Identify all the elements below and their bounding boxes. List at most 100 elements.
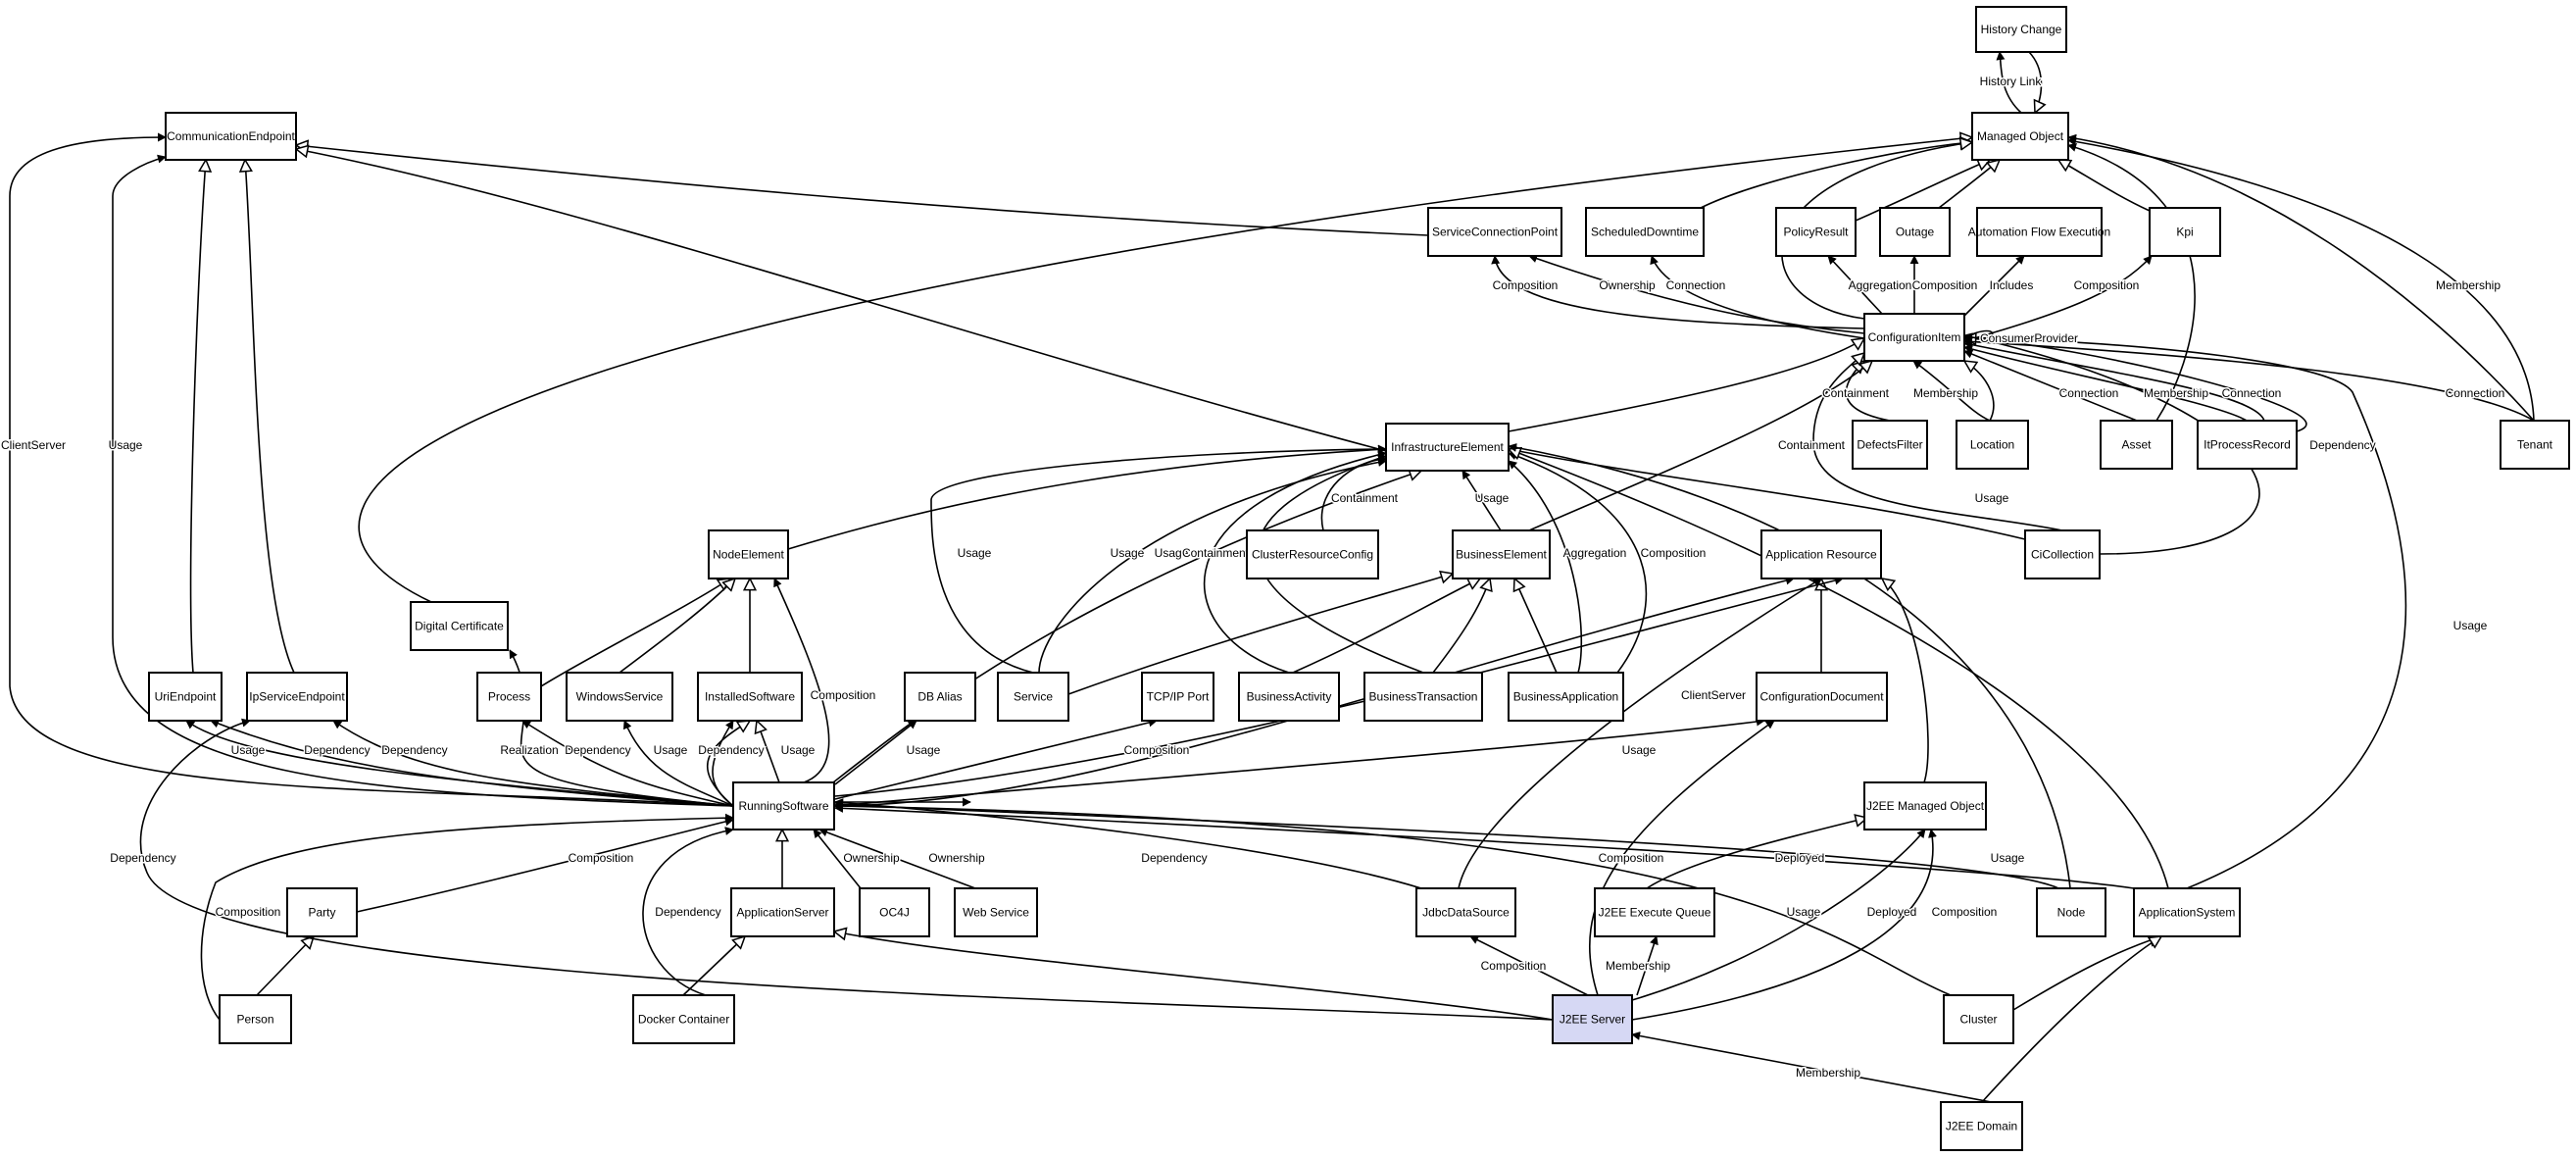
class-node-label: CiCollection xyxy=(2031,548,2094,562)
class-node-label: ClusterResourceConfig xyxy=(1252,548,1373,562)
edge-connector xyxy=(642,827,734,996)
class-node-box xyxy=(1863,313,1965,362)
edge-connector xyxy=(540,578,730,687)
edge-connector xyxy=(189,160,206,674)
class-node-box xyxy=(632,994,735,1044)
class-node-label: Application Resource xyxy=(1765,548,1877,562)
edge-label: Dependency xyxy=(698,743,764,757)
class-node-application-resource: Application Resource xyxy=(1760,529,1882,579)
edge-label: Usage xyxy=(1475,491,1510,505)
class-node-tenant: Tenant xyxy=(2500,420,2570,470)
class-node-digital-certificate: Digital Certificate xyxy=(410,601,509,651)
edge-connector xyxy=(2012,936,2161,1011)
class-node-j2ee-execute-queue: J2EE Execute Queue xyxy=(1594,887,1715,937)
class-node-box xyxy=(566,672,673,722)
edge-connector xyxy=(1963,255,2153,342)
class-node-windows-service: WindowsService xyxy=(566,672,673,722)
class-node-application-system: ApplicationSystem xyxy=(2133,887,2241,937)
class-node-communication-endpoint: CommunicationEndpoint xyxy=(165,112,297,161)
edge-label: Composition xyxy=(1124,743,1190,757)
class-node-node: Node xyxy=(2036,887,2106,937)
class-node-label: ConfigurationItem xyxy=(1868,330,1961,344)
edge-connector xyxy=(1845,361,1891,422)
class-node-box xyxy=(1852,420,1928,470)
class-node-label: Kpi xyxy=(2176,226,2193,239)
class-node-web-service: Web Service xyxy=(954,887,1038,937)
edge-connector xyxy=(1631,829,1926,1001)
edge-label: Membership xyxy=(1796,1066,1860,1080)
class-node-label: Digital Certificate xyxy=(415,620,504,633)
edge-connector xyxy=(1963,349,2138,422)
edge-connector xyxy=(787,444,1387,550)
edge-label: Deployed xyxy=(1867,905,1917,919)
class-node-box xyxy=(1760,529,1882,579)
edge-connector xyxy=(930,444,1387,674)
edge-label: Composition xyxy=(569,851,634,865)
edge-label: Connection xyxy=(1666,278,1726,292)
edge-label: Connection xyxy=(2446,386,2505,400)
edge-label: Usage xyxy=(654,743,688,757)
class-node-j2ee-managed-object: J2EE Managed Object xyxy=(1863,781,1987,830)
edge-connector xyxy=(521,720,734,807)
class-node-label: NodeElement xyxy=(713,548,784,562)
edge-connector xyxy=(1320,454,1387,531)
edge-connector xyxy=(1855,160,1990,222)
class-node-label: BusinessElement xyxy=(1456,548,1547,562)
class-node-box xyxy=(286,887,358,937)
class-node-box xyxy=(1427,207,1562,257)
edge-label: Usage xyxy=(2453,619,2488,632)
class-node-label: Person xyxy=(236,1013,273,1027)
edge-connector xyxy=(358,137,1972,603)
class-node-label: IpServiceEndpoint xyxy=(249,690,345,704)
class-node-oc4j: OC4J xyxy=(859,887,930,937)
edge-connector xyxy=(834,720,917,785)
class-node-uri-endpoint: UriEndpoint xyxy=(148,672,223,722)
edge-label: Dependency xyxy=(304,743,370,757)
edge-label: Dependency xyxy=(2309,438,2375,452)
class-node-label: UriEndpoint xyxy=(155,690,217,704)
class-node-box xyxy=(1363,672,1483,722)
edge-connector xyxy=(1067,574,1453,695)
class-node-label: J2EE Server xyxy=(1560,1013,1625,1027)
class-node-business-transaction: BusinessTransaction xyxy=(1363,672,1483,722)
class-node-label: OC4J xyxy=(879,906,910,920)
edge-connector xyxy=(813,829,862,889)
edge-label: Aggregation xyxy=(1563,546,1627,560)
edge-connector xyxy=(356,817,734,913)
edge-connector xyxy=(2067,136,2535,422)
class-node-label: J2EE Execute Queue xyxy=(1599,906,1711,920)
class-node-installed-software: InstalledSoftware xyxy=(697,672,803,722)
class-node-j2ee-domain: J2EE Domain xyxy=(1940,1101,2023,1151)
edge-label: Composition xyxy=(1932,905,1998,919)
class-node-label: InfrastructureElement xyxy=(1391,440,1504,454)
edge-label: Composition xyxy=(216,905,281,919)
edge-connector xyxy=(1038,458,1387,674)
edge-label: Dependency xyxy=(1141,851,1207,865)
class-node-label: Managed Object xyxy=(1977,129,2064,143)
edge-connector xyxy=(1996,51,2022,114)
class-node-scheduled-downtime: ScheduledDowntime xyxy=(1585,207,1705,257)
edge-connector xyxy=(1514,578,1558,674)
edge-connector xyxy=(112,154,734,807)
edge-label: Ownership xyxy=(843,851,900,865)
class-node-configuration-item: ConfigurationItem xyxy=(1863,313,1965,362)
edge-label: ConsumerProvider xyxy=(1980,331,2078,345)
edge-connector xyxy=(1508,446,2026,540)
edge-label: Ownership xyxy=(928,851,985,865)
edge-connector xyxy=(834,798,1422,889)
class-node-label: DB Alias xyxy=(917,690,962,704)
class-node-node-element: NodeElement xyxy=(708,529,789,579)
edge-label: Usage xyxy=(1155,546,1189,560)
edge-label: Usage xyxy=(109,438,143,452)
edge-label: Usage xyxy=(231,743,266,757)
class-node-label: BusinessActivity xyxy=(1247,690,1332,704)
class-node-business-application: BusinessApplication xyxy=(1508,672,1624,722)
edge-connector xyxy=(245,160,295,674)
edge-connector xyxy=(1509,449,2169,889)
class-node-box xyxy=(2036,887,2106,937)
edge-connector xyxy=(1589,720,1775,996)
class-node-label: Process xyxy=(488,690,530,704)
edge-connector xyxy=(757,721,780,783)
edge-connector xyxy=(1508,443,2071,889)
class-node-cluster: Cluster xyxy=(1943,994,2014,1044)
